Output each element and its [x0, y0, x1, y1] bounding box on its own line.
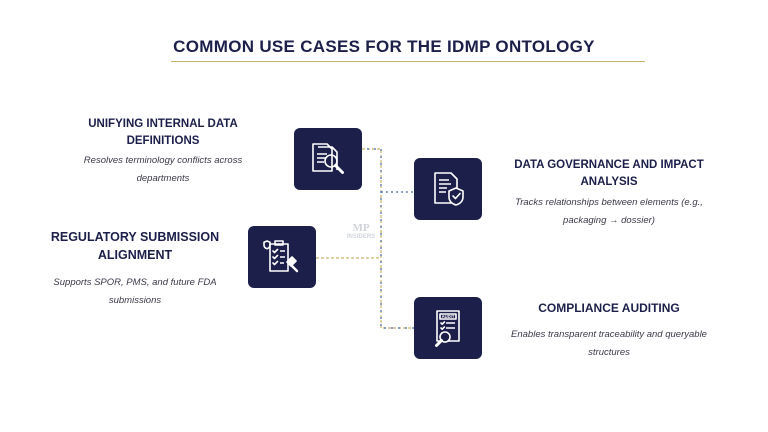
use-case-3-heading: REGULATORY SUBMISSION ALIGNMENT [50, 230, 220, 262]
watermark-line-2: INSIDERS [346, 234, 376, 240]
use-case-3-icon-card [248, 226, 316, 288]
use-case-2-heading: DATA GOVERNANCE AND IMPACT ANALYSIS [514, 159, 704, 188]
watermark-line-1: MP [352, 222, 370, 234]
use-case-3-description: Supports SPOR, PMS, and future FDA submi… [53, 277, 217, 306]
document-shield-icon [434, 172, 464, 206]
svg-text:AUDIT: AUDIT [442, 314, 455, 319]
documents-magnifier-icon [312, 143, 344, 174]
use-case-1-icon-card [294, 128, 362, 190]
page-title: COMMON USE CASES FOR THE IDMP ONTOLOGY [173, 37, 595, 56]
title-divider [171, 61, 645, 62]
use-case-1-heading: UNIFYING INTERNAL DATA DEFINITIONS [88, 118, 238, 147]
watermark-logo: MP INSIDERS [343, 222, 379, 246]
use-case-2-icon-card [414, 158, 482, 220]
use-case-4-heading: COMPLIANCE AUDITING [538, 301, 680, 315]
use-case-4-description: Enables transparent traceability and que… [511, 329, 707, 358]
checklist-gavel-icon [263, 240, 299, 273]
use-case-1-description: Resolves terminology conflicts across de… [83, 155, 243, 184]
audit-document-magnifier-icon: AUDIT [435, 310, 460, 347]
use-case-4-icon-card: AUDIT [414, 297, 482, 359]
use-case-2-description: Tracks relationships between elements (e… [515, 197, 703, 226]
